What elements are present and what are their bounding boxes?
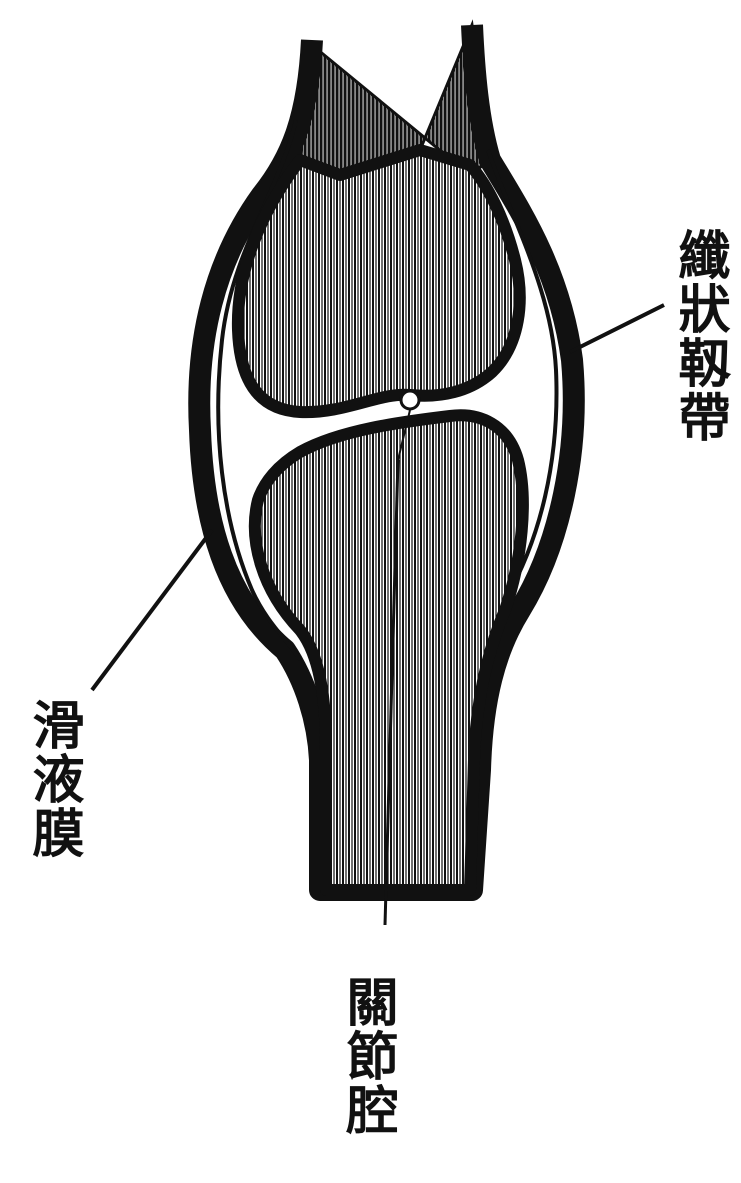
leader-line-synovial (92, 530, 212, 690)
joint-cavity-label: 關節腔 (336, 975, 396, 1137)
synovial-membrane-label: 滑液膜 (22, 698, 82, 860)
upper-bone-head (238, 150, 520, 412)
fibrous-capsule-label: 纖狀靱帶 (668, 228, 728, 444)
leader-line-capsule (570, 305, 664, 352)
joint-center-mark (401, 391, 419, 409)
